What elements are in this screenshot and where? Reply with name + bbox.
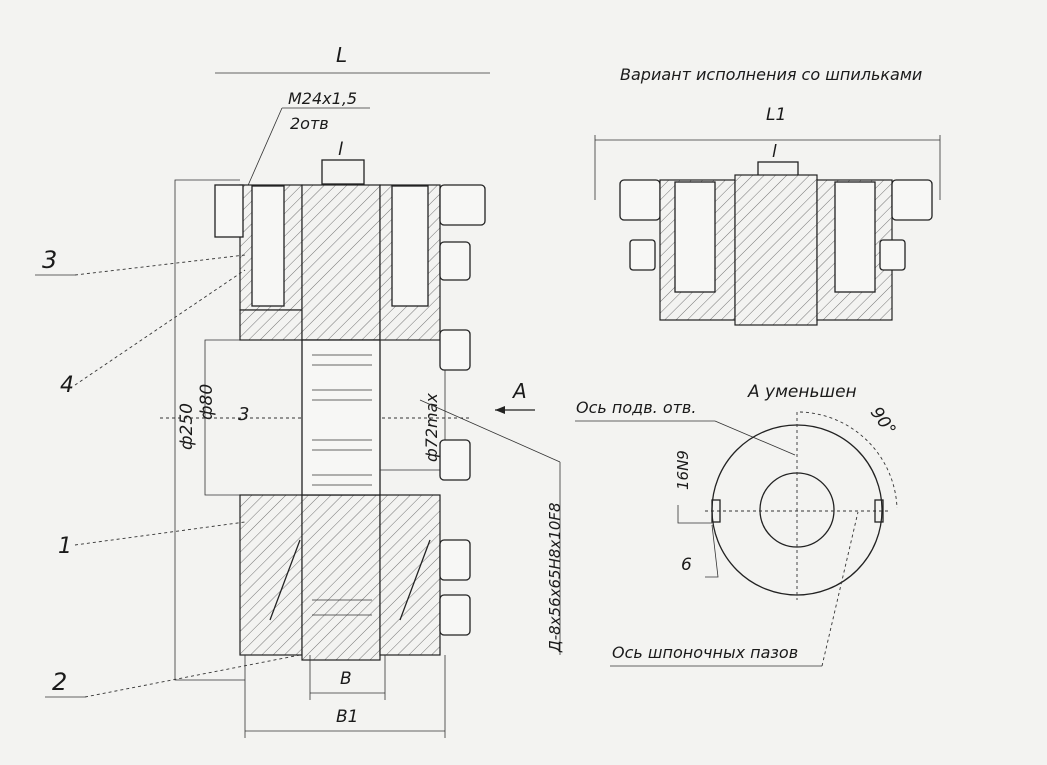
dia-250-label: ф250 xyxy=(177,403,197,450)
variant-title: Вариант исполнения со шпильками xyxy=(620,65,922,84)
dim-l-label: l xyxy=(338,139,343,160)
dia-80-label: ф80 xyxy=(197,384,217,420)
dim-B1-label: B1 xyxy=(336,707,358,727)
axis-keyways-label: Ось шпоночных пазов xyxy=(612,643,798,662)
dia-80-extension xyxy=(204,339,300,496)
hub-bottom xyxy=(301,494,381,661)
dia-72max-label: ф72max xyxy=(422,393,441,462)
callout-4: 4 xyxy=(60,373,74,398)
nut xyxy=(439,241,471,281)
thread-note: M24x1,5 xyxy=(288,89,357,108)
dim-B-label: B xyxy=(340,669,352,689)
callout-1: 1 xyxy=(58,534,72,559)
left-flange-ring xyxy=(239,309,303,341)
nut-left xyxy=(214,184,244,238)
key-box xyxy=(321,159,365,185)
main-assembly-view: L M24x1,5 2отв l ф250 ф80 3 xyxy=(35,43,564,738)
callout-3: 3 xyxy=(42,246,57,274)
thread-count: 2отв xyxy=(290,114,329,133)
dim-L-label: L xyxy=(336,43,347,67)
keyway-left xyxy=(711,499,721,523)
left-flange-bottom xyxy=(239,494,303,656)
dim-L1-label: L1 xyxy=(766,105,786,125)
spline-bore xyxy=(301,339,381,496)
view-a: А уменьшен Ось подв. отв. 90° 16N9 6 Ось… xyxy=(575,382,900,667)
angle-label: 90° xyxy=(866,403,900,439)
callout-2: 2 xyxy=(52,668,67,696)
nut xyxy=(439,539,471,581)
thread-leader xyxy=(245,107,283,191)
dia-250-extension xyxy=(174,179,245,681)
inner-mark: 3 xyxy=(238,404,249,425)
nut xyxy=(439,594,471,636)
dim-6-label: 6 xyxy=(681,555,692,575)
nut xyxy=(439,184,486,226)
angle-arc xyxy=(799,411,898,509)
axis-holes-label: Ось подв. отв. xyxy=(576,398,696,417)
hub-top xyxy=(301,184,381,341)
keyway-right xyxy=(874,499,884,523)
dia-72-extension xyxy=(380,339,446,471)
right-flange-bottom xyxy=(379,494,441,656)
bolt-hole xyxy=(251,185,285,307)
spline-leader xyxy=(419,399,561,463)
view-a-title: А уменьшен xyxy=(747,382,857,402)
bolt-hole-right xyxy=(391,185,429,307)
variant-view: Вариант исполнения со шпильками L1 l xyxy=(594,65,941,326)
key-width-label: 16N9 xyxy=(674,450,692,490)
variant-dim-l-label: l xyxy=(772,142,777,162)
nut xyxy=(439,439,471,481)
spline-spec: Д-8x56x65H8x10F8 xyxy=(546,502,564,653)
nut xyxy=(439,329,471,371)
view-arrow-label: A xyxy=(511,379,527,403)
